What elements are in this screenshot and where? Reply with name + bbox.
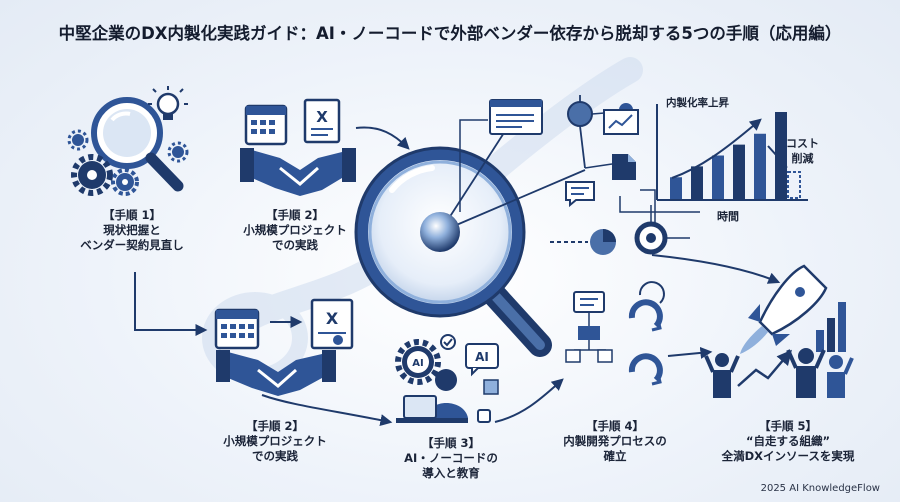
step5-title: 【手順 5】 [758,419,817,433]
step2b-handshake-icon [216,350,336,396]
step4-title: 【手順 4】 [585,419,644,433]
chart-bar-3 [712,155,724,199]
growth-bars-icon [816,302,846,352]
arrow-chart-to-step5 [651,254,781,284]
step5-label: 【手順 5】 “自走する組織” 全満DXインソースを実現 [700,419,876,464]
person-laptop-icon [396,369,499,423]
chart-bar-4 [733,144,745,199]
chart-bar-2 [691,166,703,199]
step2-top-line2: での実践 [272,238,318,252]
cycle-arrows-icon [628,281,665,386]
ai-gear-label: AI [412,358,423,369]
chart-title: 内製化率上昇 [666,97,729,109]
step4-line2: 確立 [603,449,627,463]
chart-x-label: 時間 [717,210,739,223]
browser-window-icon [489,99,543,135]
page-title: 中堅企業のDX内製化実践ガイド：AI・ノーコードで外部ベンダー依存から脱却する5… [58,24,842,43]
chart-trend-arrow [671,118,762,179]
step1-line2: ベンダー契約見直し [80,238,184,252]
cost-reduction-label: コスト 削減 [786,136,819,166]
step1-magnifier-icon [91,97,184,192]
chart-bar-1 [670,177,682,199]
chat-bubble-icon [565,181,595,208]
step2-bottom-title: 【手順 2】 [245,419,304,433]
step2-top-title: 【手順 2】 [265,208,324,222]
step3-line1: AI・ノーコードの [404,451,498,465]
cost-label-line2: 削減 [791,152,814,165]
arrow-step2-to-center [355,126,410,150]
ai-chat-badge-icon: AI [465,343,499,377]
step1-line1: 現状把握と [103,223,161,237]
trend-screen-icon [603,109,639,135]
step3-label: 【手順 3】 AI・ノーコードの 導入と教育 [376,436,526,481]
footer-credit: 2025 AI KnowledgeFlow [760,483,880,494]
chart-bar-5 [754,133,766,199]
step4-line1: 内製開発プロセスの [563,434,667,448]
step2-calendar-icon [244,104,288,146]
document-fold-icon [584,154,636,180]
ai-chat-label: AI [475,350,489,364]
cost-down-arrow-icon [767,145,801,199]
step3-line2: 導入と教育 [422,466,480,480]
checkmark-badge-icon [440,334,456,350]
step2b-document-icon: X [270,298,354,350]
step3-title: 【手順 3】 [421,436,480,450]
step2-bottom-label: 【手順 2】 小規模プロジェクト での実践 [200,419,350,464]
flowchart-icon [565,291,613,363]
chart-bars [670,112,787,199]
ai-gear-icon: AI [395,339,441,385]
step4-label: 【手順 4】 内製開発プロセスの 確立 [545,419,685,464]
growth-arrow-icon [737,349,792,387]
connector-lines [459,119,700,225]
step2-handshake-icon [240,148,356,196]
doc-x-mark: X [316,108,328,126]
step2-bottom-line2: での実践 [252,449,298,463]
step2-bottom-line1: 小規模プロジェクト [223,434,327,448]
step2-top-line1: 小規模プロジェクト [243,223,347,237]
cost-label-line1: コスト [786,137,819,150]
step2b-calendar-icon [214,308,260,350]
step1-lightbulb-icon [148,86,188,120]
step1-label: 【手順 1】 現状把握と ベンダー契約見直し [62,208,202,253]
doc2-x-mark: X [326,309,339,328]
rocket-icon [740,264,828,354]
step1-gear-icon [67,129,189,196]
step2-top-label: 【手順 2】 小規模プロジェクト での実践 [220,208,370,253]
arrow-step2-to-step3 [261,394,393,427]
arrow-step4-to-step5 [667,346,713,359]
step5-line1: “自走する組織” [745,434,831,448]
celebrating-people-icon [704,348,854,398]
arrow-step1-to-step2 [134,272,208,336]
step5-line2: 全満DXインソースを実現 [721,449,855,463]
chart-axes [656,104,808,201]
arrow-step3-to-step4 [494,378,564,423]
pie-chart-icon [550,229,616,255]
target-ring-icon [634,205,690,255]
step1-title: 【手順 1】 [102,208,161,222]
step2-document-icon: X [303,98,341,144]
